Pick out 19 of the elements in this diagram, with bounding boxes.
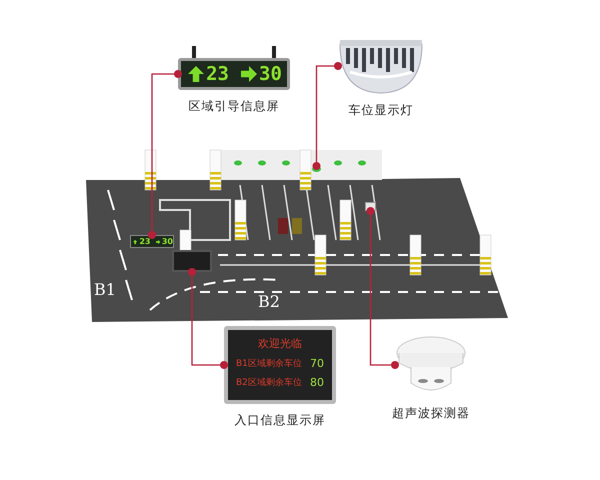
display-number: 30 — [162, 238, 173, 246]
device-label: 超声波探测器 — [392, 405, 470, 422]
leader-line — [148, 70, 182, 239]
display-number: 30 — [259, 63, 282, 85]
zone-label: B2 — [258, 292, 280, 311]
display-text: B1区域剩余车位 — [236, 358, 303, 370]
display-number: 70 — [310, 357, 324, 370]
display-number: 23 — [139, 238, 150, 246]
leader-line — [312, 62, 342, 170]
leader-line — [188, 268, 228, 369]
zone-label: B1 — [94, 280, 116, 299]
display-number: 80 — [310, 376, 324, 389]
display-title: 欢迎光临 — [257, 336, 303, 351]
device-label: 车位显示灯 — [348, 102, 414, 119]
device-label: 区域引导信息屏 — [188, 98, 280, 115]
leader-line — [366, 207, 399, 369]
device-label: 入口信息显示屏 — [234, 412, 326, 429]
display-text: B2区域剩余车位 — [236, 376, 303, 389]
display-number: 23 — [206, 63, 229, 85]
